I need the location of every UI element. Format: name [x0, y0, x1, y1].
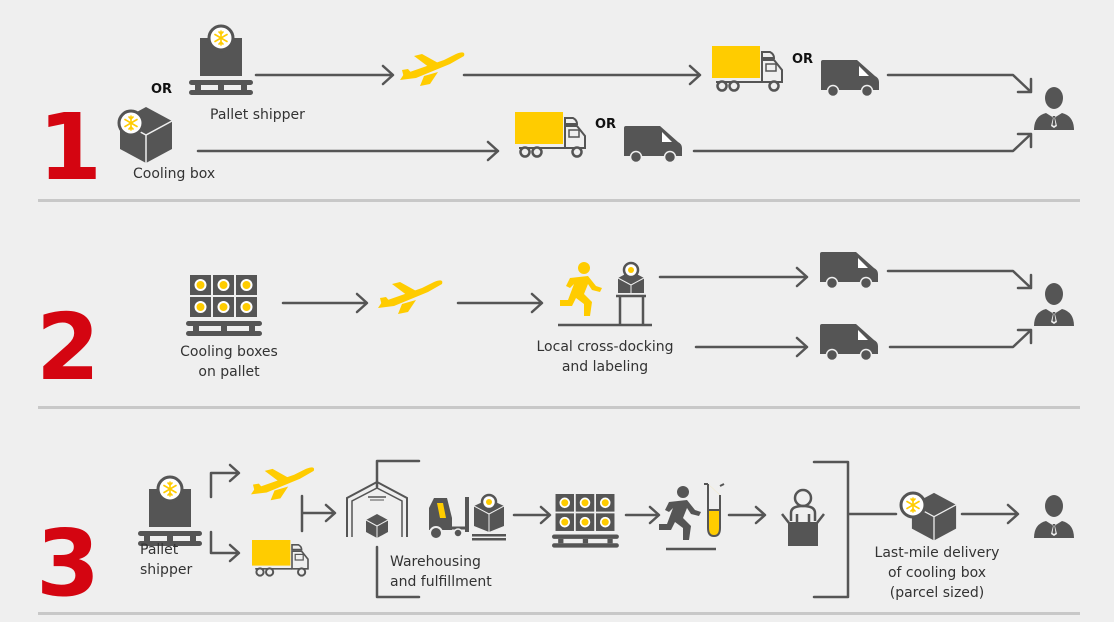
arrow-line	[512, 505, 552, 525]
van-icon	[623, 125, 683, 164]
merge-arrow	[300, 494, 337, 533]
van-icon	[819, 323, 879, 362]
truck-icon	[710, 44, 784, 92]
pallet-shipper-label: Pallet shipper	[140, 542, 193, 578]
forklift-icon	[429, 493, 506, 541]
cross-docking-label: Local cross-docking and labeling	[536, 339, 674, 375]
row-divider	[38, 612, 1080, 615]
arrow-line	[456, 292, 544, 314]
row-3	[138, 459, 1074, 599]
arrow-line	[888, 328, 1033, 349]
arrow-line	[886, 269, 1033, 290]
row-2	[185, 251, 1074, 362]
arrow-line	[960, 503, 1020, 525]
cooling-boxes-label: Cooling boxes on pallet	[180, 344, 278, 380]
van-icon	[819, 251, 879, 290]
arrow-line	[254, 64, 395, 86]
bracket-left	[375, 459, 421, 599]
lab-worker-icon	[659, 483, 725, 551]
pallet-shipper-label: Pallet shipper	[210, 107, 305, 123]
truck-icon	[513, 110, 587, 158]
van-icon	[820, 59, 880, 98]
arrow-line	[196, 140, 500, 162]
snowflake-badge-icon	[901, 493, 925, 517]
step-number-2: 2	[36, 294, 101, 401]
or-label: OR	[595, 117, 617, 132]
row-divider	[38, 406, 1080, 409]
customer-icon	[1034, 283, 1074, 326]
airplane-icon	[251, 467, 315, 501]
packing-person-icon	[781, 488, 825, 546]
branch-arrow	[209, 530, 241, 563]
step-number-3: 3	[36, 510, 101, 617]
arrow-line	[694, 336, 809, 358]
arrow-line	[692, 132, 1033, 153]
step-number-1: 1	[38, 94, 103, 201]
arrow-line	[281, 292, 369, 314]
pallet-shipper-icon	[189, 26, 253, 95]
or-label: OR	[151, 82, 173, 97]
arrow-line	[462, 64, 702, 86]
arrow-line	[886, 73, 1033, 94]
customer-icon	[1034, 87, 1074, 130]
or-label: OR	[792, 52, 814, 67]
bracket-right	[812, 460, 898, 599]
last-mile-label: Last-mile delivery of cooling box (parce…	[874, 545, 1000, 601]
arrow-line	[658, 266, 809, 288]
pallet-of-cooling-boxes-icon	[551, 493, 620, 549]
pallet-shipper-icon	[138, 477, 202, 546]
courier-cross-dock-icon	[558, 261, 652, 327]
warehouse-icon	[346, 480, 408, 538]
cooling-box-label: Cooling box	[133, 166, 216, 182]
warehousing-label: Warehousing and fulfillment	[390, 554, 492, 590]
row-1	[119, 26, 1074, 164]
row-divider	[38, 199, 1080, 202]
customer-icon	[1034, 495, 1074, 538]
airplane-icon	[400, 52, 465, 86]
truck-icon	[250, 538, 310, 577]
arrow-line	[624, 505, 661, 525]
pallet-of-cooling-boxes-icon	[185, 274, 263, 337]
branch-arrow	[209, 463, 241, 499]
snowflake-badge-icon	[119, 111, 143, 135]
arrow-line	[727, 505, 767, 525]
airplane-icon	[378, 280, 443, 314]
